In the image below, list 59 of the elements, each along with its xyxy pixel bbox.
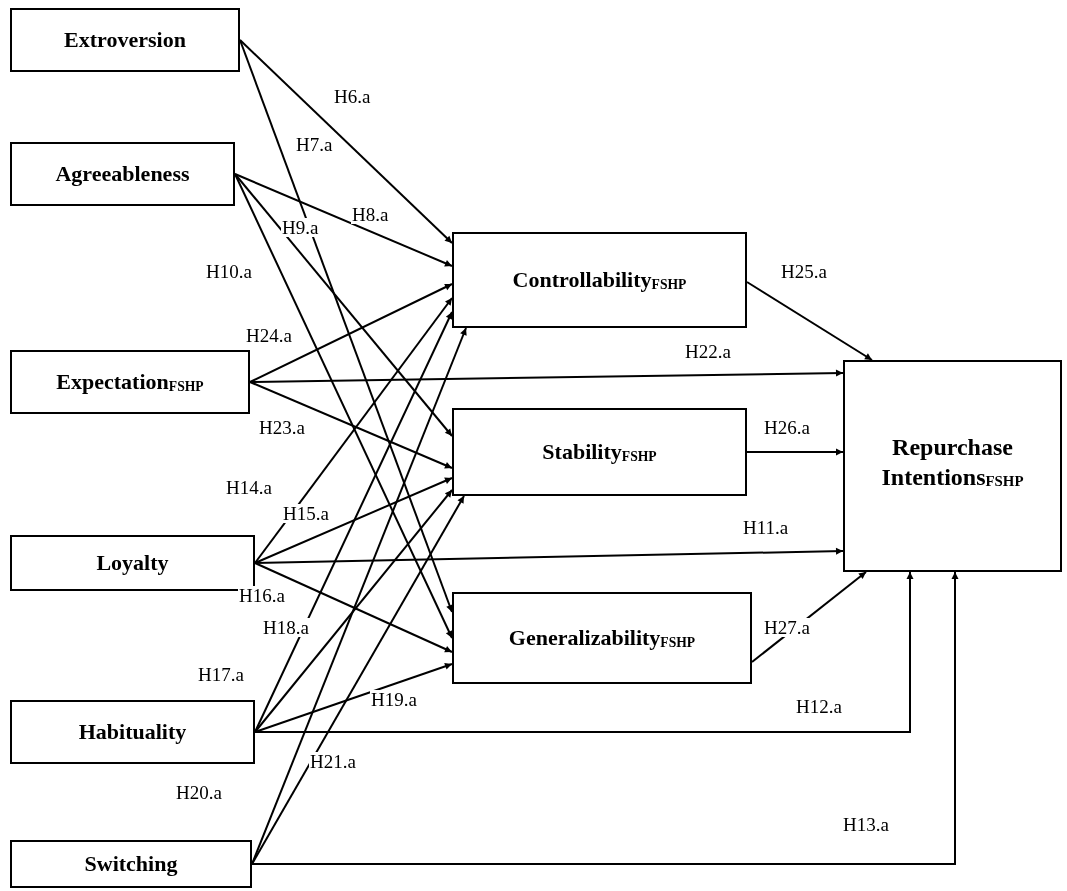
- construct-box: [10, 350, 250, 414]
- edge-label: H6.a: [333, 87, 372, 106]
- arrow: [239, 39, 453, 244]
- construct-label: Agreeableness: [55, 160, 190, 188]
- edge-label: H12.a: [795, 697, 843, 716]
- arrow: [234, 173, 453, 267]
- construct-label: Switching: [84, 850, 178, 878]
- edge-label: H24.a: [245, 326, 293, 345]
- construct-label: Loyalty: [96, 549, 169, 577]
- arrow: [254, 489, 453, 733]
- construct-box: [10, 700, 255, 764]
- arrow: [249, 381, 453, 469]
- construct-box: [452, 592, 752, 684]
- arrow: [249, 283, 453, 383]
- edge-label: H18.a: [262, 618, 310, 637]
- construct-box: [10, 8, 240, 72]
- construct-box: [452, 408, 747, 496]
- arrow: [254, 562, 453, 653]
- edge-label: H14.a: [225, 478, 273, 497]
- edge-label: H13.a: [842, 815, 890, 834]
- construct-box: [10, 535, 255, 591]
- edge-label: H23.a: [258, 418, 306, 437]
- edge-label: H9.a: [281, 218, 320, 237]
- arrow: [254, 297, 453, 564]
- construct-label: Generalizability$_{FSHP}$: [508, 624, 696, 652]
- construct-label: Controllability$_{FSHP}$: [512, 266, 687, 294]
- edge-label: H26.a: [763, 418, 811, 437]
- edge-label: H21.a: [309, 752, 357, 771]
- edge-label: H10.a: [205, 262, 253, 281]
- edge-label: H15.a: [282, 504, 330, 523]
- edge-label: H20.a: [175, 783, 223, 802]
- edge-label: H17.a: [197, 665, 245, 684]
- edge-label: H19.a: [370, 690, 418, 709]
- edge-label: H8.a: [351, 205, 390, 224]
- arrow: [251, 571, 959, 865]
- construct-box: [10, 840, 252, 888]
- arrow: [746, 281, 873, 361]
- construct-label: Stability$_{FSHP}$: [542, 438, 657, 466]
- construct-box: [10, 142, 235, 206]
- arrow: [254, 663, 453, 733]
- construct-label: Habituality: [78, 718, 187, 746]
- edge-label: H7.a: [295, 135, 334, 154]
- arrow: [254, 477, 453, 564]
- arrow: [251, 495, 465, 865]
- construct-label: Extroversion: [64, 26, 186, 54]
- construct-label: Expectation$_{FSHP}$: [56, 368, 204, 396]
- edge-label: H27.a: [763, 618, 811, 637]
- edge-label: H16.a: [238, 586, 286, 605]
- arrow: [254, 571, 914, 733]
- construct-box: [452, 232, 747, 328]
- edge-label: H22.a: [684, 342, 732, 361]
- edge-label: H25.a: [780, 262, 828, 281]
- edge-label: H11.a: [742, 518, 790, 537]
- arrow: [746, 448, 844, 456]
- arrow: [249, 369, 844, 383]
- construct-label: Repurchase Intentions$_{FSHP}$: [880, 433, 1025, 492]
- arrow: [254, 547, 844, 564]
- arrow: [234, 173, 453, 437]
- construct-box: [843, 360, 1062, 572]
